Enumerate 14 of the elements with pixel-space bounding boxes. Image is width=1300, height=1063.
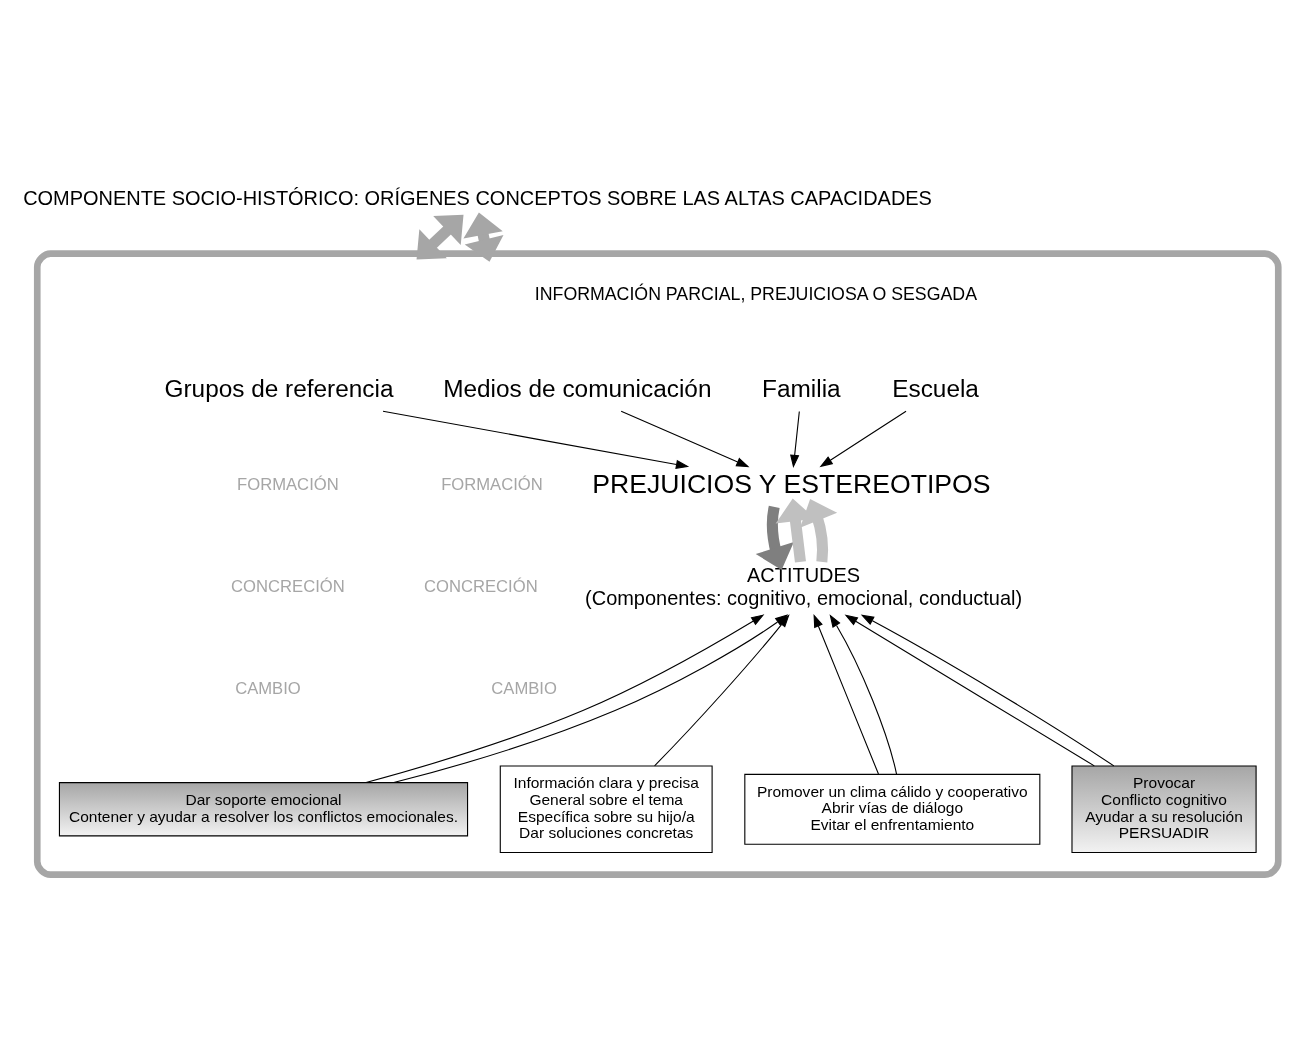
node-text: ACTITUDES (Componentes: cognitivo, emocional, conductual) (585, 563, 1023, 609)
node-text: Escuela (892, 374, 979, 402)
label: CAMBIO (491, 678, 557, 698)
label: INFORMACIÓN PARCIAL, PREJUICIOSA O SESGADA (534, 283, 977, 304)
label: FORMACIÓN (237, 474, 339, 494)
node-text: PREJUICIOS Y ESTEREOTIPOS (592, 468, 991, 499)
node-text: COMPONENTE SOCIO-HISTÓRICO: ORÍGENES CONCEPTOS SOBRE LAS ALTAS CAPACIDADES (23, 186, 932, 209)
label: CONCRECIÓN (424, 576, 538, 596)
node-text: Familia (762, 374, 841, 402)
label: CAMBIO (235, 678, 301, 698)
node-text: Grupos de referencia (164, 374, 394, 402)
label: CONCRECIÓN (231, 576, 345, 596)
label: FORMACIÓN (441, 474, 543, 494)
node-text: Medios de comunicación (443, 374, 712, 402)
